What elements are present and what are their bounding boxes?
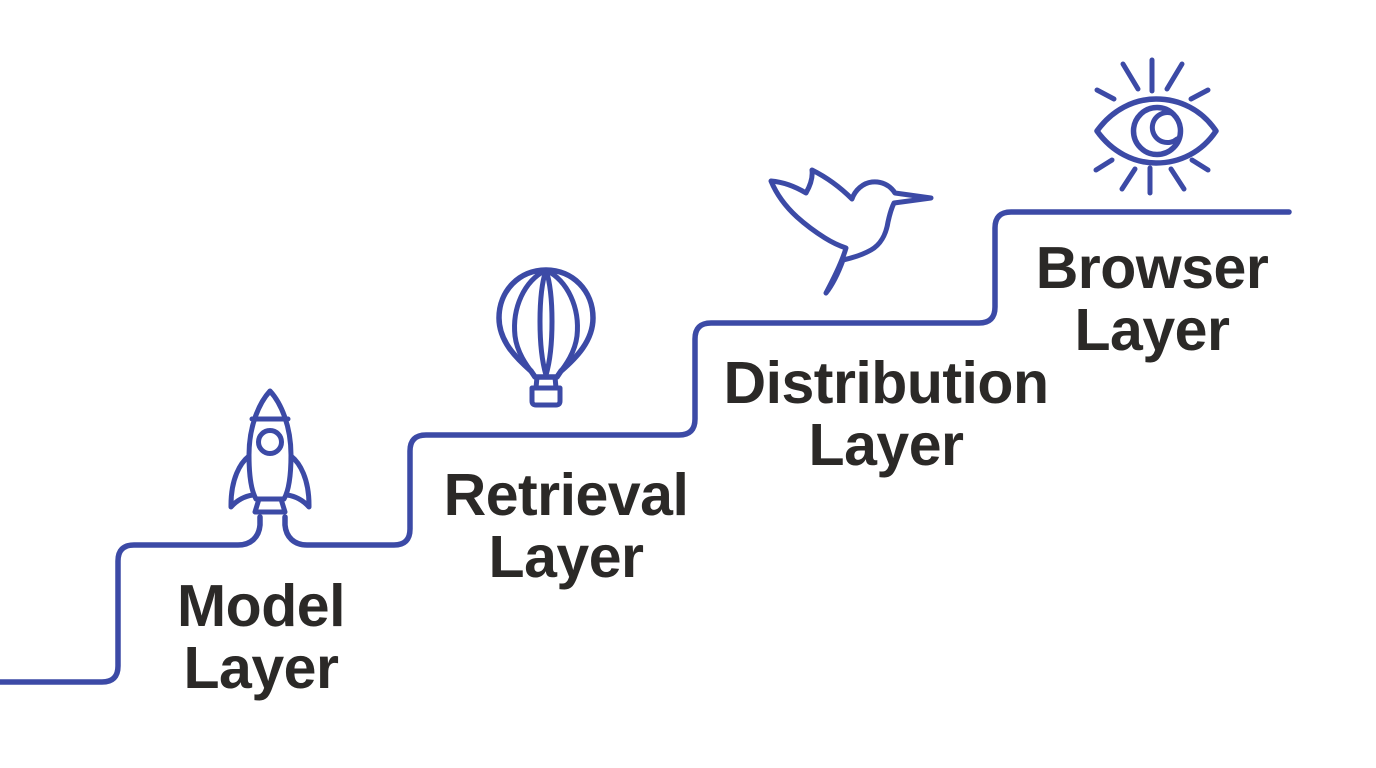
staircase-line [0, 209, 1292, 685]
label-line-2: Layer [1074, 297, 1230, 363]
label-line-1: Model [177, 573, 345, 639]
label-line-2: Layer [183, 635, 339, 701]
hummingbird-icon [768, 167, 934, 296]
retrieval-layer-label: Retrieval Layer [444, 464, 689, 588]
eye-icon [1093, 57, 1219, 196]
browser-layer-label: Browser Layer [1036, 237, 1269, 361]
label-line-1: Distribution [723, 350, 1049, 416]
hot-air-balloon-icon [496, 267, 596, 408]
label-line-2: Layer [808, 412, 964, 478]
label-line-1: Retrieval [443, 462, 689, 528]
label-line-2: Layer [488, 524, 644, 590]
distribution-layer-label: Distribution Layer [723, 350, 1049, 478]
rocket-icon [228, 388, 312, 515]
label-line-1: Browser [1035, 235, 1269, 301]
model-layer-label: Model Layer [177, 575, 345, 699]
